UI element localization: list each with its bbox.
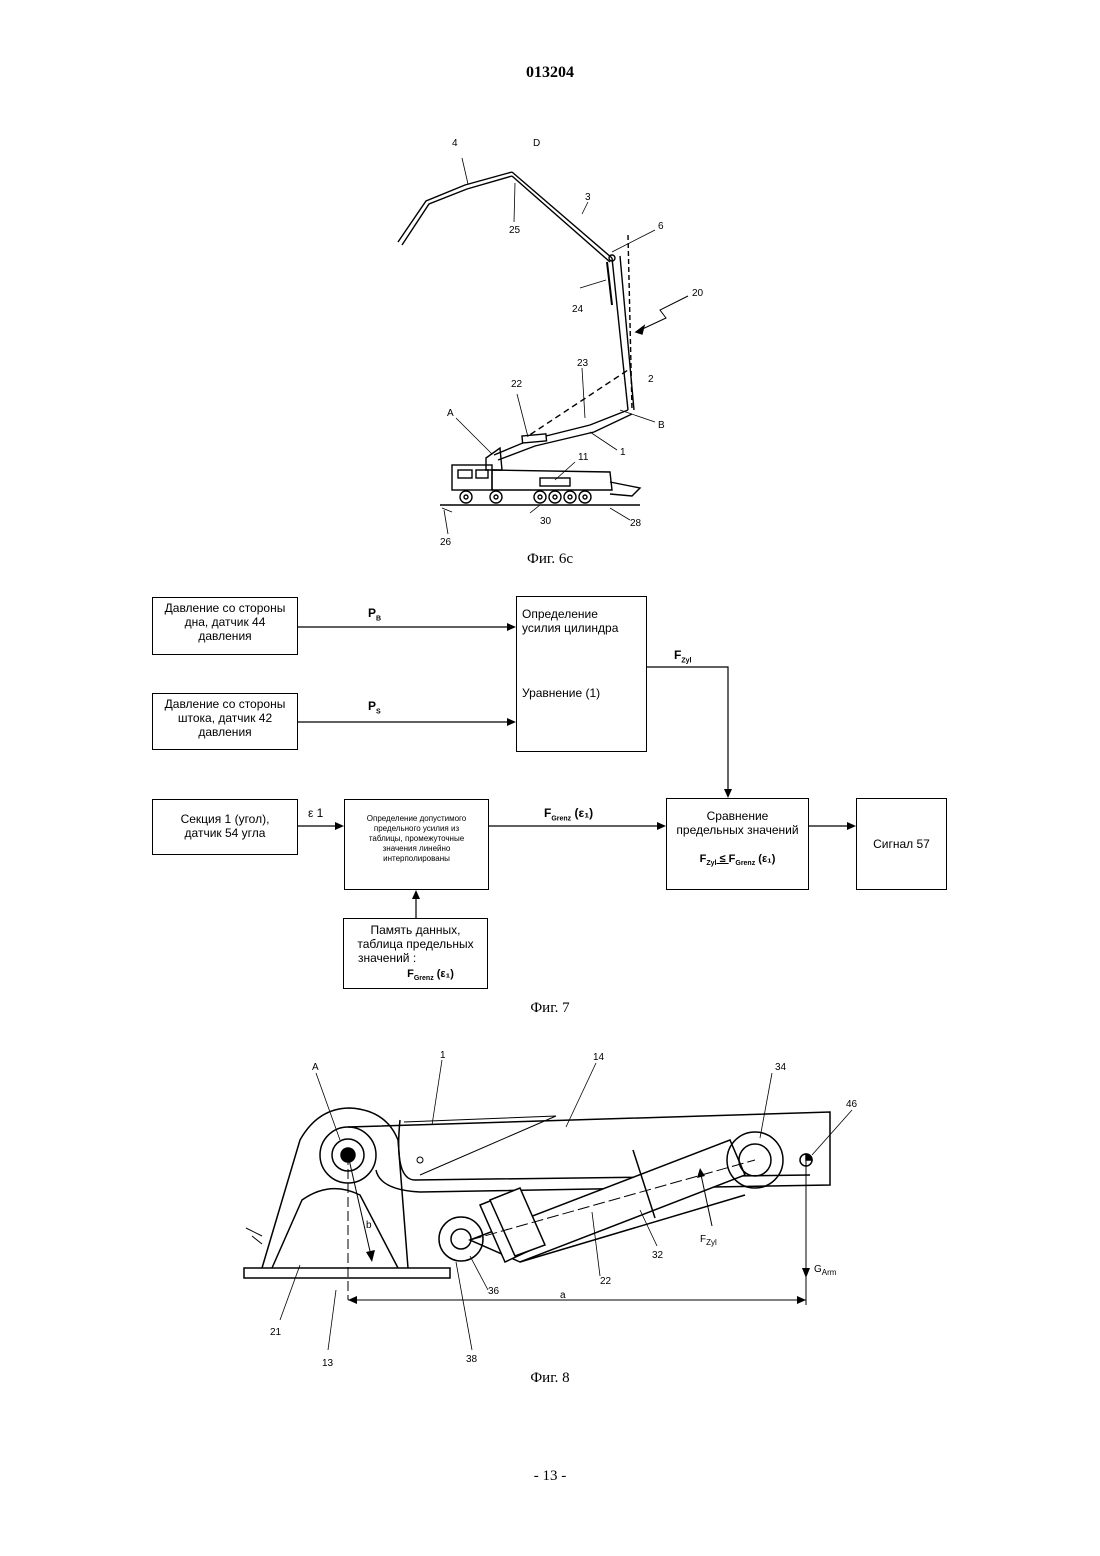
label-14: 14: [593, 1052, 605, 1063]
label-22: 22: [511, 379, 523, 390]
angle-sensor-box: Секция 1 (угол), датчик 54 угла: [152, 799, 298, 855]
label-11: 11: [578, 452, 589, 463]
signal-box: Сигнал 57: [856, 798, 947, 890]
label-A: A: [312, 1062, 319, 1073]
label-4: 4: [452, 138, 458, 149]
label-38: 38: [466, 1354, 478, 1365]
document-number: 013204: [0, 64, 1100, 82]
label-D: D: [533, 138, 540, 149]
label-24: 24: [572, 304, 584, 315]
boom-section-1: [494, 410, 628, 455]
label-26: 26: [440, 537, 452, 548]
base-plate: [244, 1268, 450, 1278]
pressure-bottom-box: Давление со стороны дна, датчик 44 давле…: [152, 597, 298, 655]
boom-section-4: [398, 172, 512, 242]
label-28: 28: [630, 518, 642, 529]
boom-section-3: [512, 172, 612, 258]
label-22: 22: [600, 1276, 612, 1287]
label-30: 30: [540, 516, 552, 527]
label-13: 13: [322, 1358, 334, 1369]
label-B: B: [658, 420, 665, 431]
figure-8-caption: Фиг. 8: [0, 1370, 1100, 1387]
label-21: 21: [270, 1327, 282, 1338]
figure-6c-drawing: 4 D 3 25 6 20 24 23 2 22 A B 1 11 26 30 …: [380, 120, 720, 550]
label-36: 36: [488, 1286, 500, 1297]
label-fgrenz: FGrenz (ε₁): [544, 806, 593, 822]
label-a: a: [560, 1290, 566, 1301]
label-34: 34: [775, 1062, 787, 1073]
boom-section-2: [612, 258, 628, 410]
label-2: 2: [648, 374, 654, 385]
label-32: 32: [652, 1250, 664, 1261]
label-garm: GArm: [814, 1264, 837, 1277]
label-A: A: [447, 408, 454, 419]
page-number: - 13 -: [0, 1468, 1100, 1485]
memory-formula: FGrenz (ε₁): [344, 967, 487, 986]
label-6: 6: [658, 221, 664, 232]
memory-box: Память данных, таблица предельных значен…: [343, 918, 488, 989]
label-3: 3: [585, 192, 591, 203]
pressure-rod-box: Давление со стороны штока, датчик 42 дав…: [152, 693, 298, 750]
label-25: 25: [509, 225, 521, 236]
equation-label: Уравнение (1): [522, 686, 646, 700]
label-20: 20: [692, 288, 704, 299]
label-23: 23: [577, 358, 589, 369]
label-fzyl: FZyl: [674, 648, 691, 664]
truck-chassis: [492, 470, 612, 490]
figure-8-drawing: A 1 14 34 46 b 32 22 36 21 13 38 a FZyl …: [230, 1040, 870, 1380]
label-epsilon: ε 1: [308, 806, 323, 820]
label-pb: PB: [368, 606, 381, 622]
limit-lookup-box: Определение допустимого предельного усил…: [344, 799, 489, 890]
figure-7-caption: Фиг. 7: [0, 1000, 1100, 1017]
cylinder-force-box: Определение усилия цилиндра Уравнение (1…: [516, 596, 647, 752]
label-ps: PS: [368, 699, 381, 715]
label-1: 1: [440, 1050, 446, 1061]
compare-formula: FZyl ≤ FGrenz (ε₁): [667, 852, 808, 871]
label-b: b: [366, 1220, 372, 1231]
label-fzyl: FZyl: [700, 1234, 717, 1247]
label-1: 1: [620, 447, 626, 458]
figure-6c-caption: Фиг. 6c: [0, 551, 1100, 568]
compare-box: Сравнение предельных значений FZyl ≤ FGr…: [666, 798, 809, 890]
label-46: 46: [846, 1099, 858, 1110]
